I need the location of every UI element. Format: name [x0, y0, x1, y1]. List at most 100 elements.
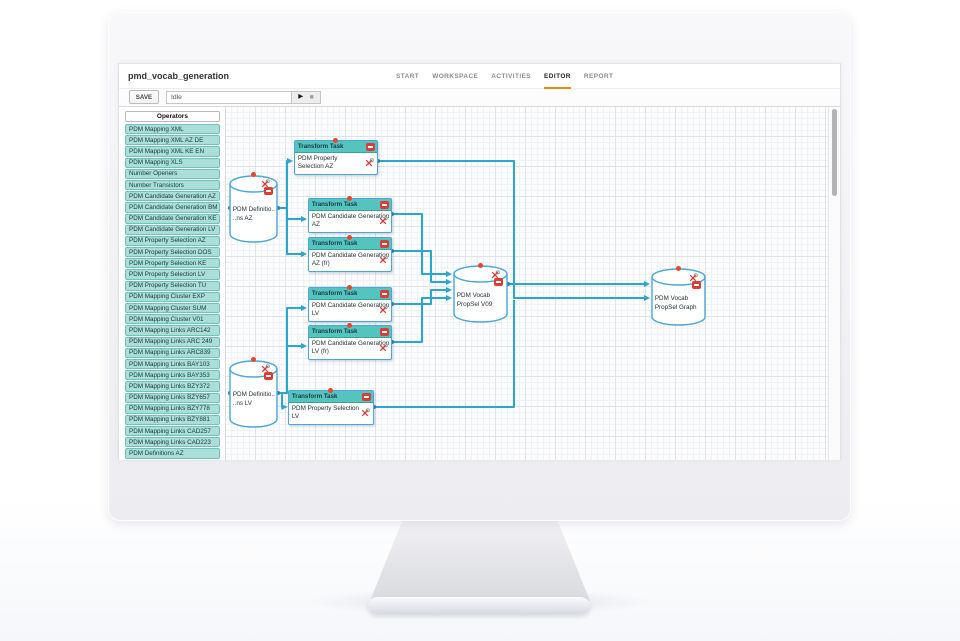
operator-item[interactable]: PDM Candidate Generation KE — [125, 213, 220, 224]
connector — [277, 305, 307, 394]
operator-item[interactable]: PDM Mapping Cluster SUM — [125, 303, 220, 314]
wrench-x-icon[interactable] — [688, 270, 698, 288]
datastore-node-definitions-lv[interactable]: PDM Definitio....ns LV — [229, 357, 278, 429]
operator-item[interactable]: PDM Mapping Links ARC 249 — [125, 336, 220, 347]
wrench-x-icon[interactable] — [260, 361, 270, 379]
task-name-line1: PDM Property Selection — [291, 405, 360, 412]
operator-item[interactable]: PDM Mapping Cluster V01 — [125, 314, 220, 325]
datastore-label-line1: PDM Vocab — [456, 292, 491, 299]
operator-item[interactable]: PDM Property Selection LV — [125, 269, 220, 280]
port-dots — [227, 159, 658, 423]
tab-activities[interactable]: ACTIVITIES — [491, 72, 532, 80]
operator-item[interactable]: PDM Property Selection AZ — [125, 235, 220, 247]
wrench-x-icon[interactable] — [260, 176, 270, 194]
wrench-x-icon[interactable] — [378, 213, 388, 231]
task-type-label: Transform Task — [291, 393, 338, 400]
connector — [277, 158, 293, 209]
canvas-scrollbar-thumb[interactable] — [832, 109, 838, 196]
operator-item[interactable]: PDM Mapping Links ARC839 — [125, 347, 220, 358]
workflow-canvas[interactable]: PDM Definitio....ns AZ PDM Definitio....… — [225, 107, 829, 460]
tab-report[interactable]: REPORT — [583, 72, 614, 80]
page-title: pmd_vocab_generation — [128, 71, 230, 81]
title-bar: pmd_vocab_generation START WORKSPACE ACT… — [119, 64, 840, 89]
cylinder-shape — [229, 360, 278, 428]
node-status-dot — [250, 357, 256, 362]
node-status-dot — [347, 235, 353, 240]
remove-badge[interactable] — [379, 290, 389, 298]
remove-badge[interactable] — [691, 281, 701, 289]
operator-item[interactable]: PDM Candidate Generation LV — [125, 224, 220, 235]
tab-workspace[interactable]: WORKSPACE — [432, 72, 479, 80]
remove-badge[interactable] — [361, 393, 371, 401]
connector — [285, 208, 307, 222]
operator-item[interactable]: Number Openers — [125, 168, 220, 179]
remove-badge[interactable] — [365, 143, 375, 151]
operator-item[interactable]: PDM Candidate Generation BM — [125, 202, 220, 213]
task-name-line2: Selection AZ — [297, 163, 334, 170]
task-node-candidate-generation-az[interactable]: Transform Task PDM Candidate Generation … — [307, 196, 392, 233]
operator-item[interactable]: PDM Mapping Links BZY881 — [125, 414, 220, 426]
operator-item[interactable]: PDM Definitions AZ — [125, 448, 220, 459]
operator-item[interactable]: PDM Mapping Links BZY372 — [125, 381, 220, 392]
operator-item[interactable]: PDM Mapping Links BZY778 — [125, 403, 220, 414]
operator-item[interactable]: PDM Mapping XML — [125, 124, 220, 135]
operator-item[interactable]: PDM Mapping Links CAD257 — [125, 426, 220, 437]
remove-badge[interactable] — [263, 372, 273, 380]
tab-start[interactable]: START — [396, 72, 420, 80]
operator-item[interactable]: PDM Mapping Links BAY103 — [125, 358, 220, 370]
status-input[interactable]: Idle — [166, 90, 292, 104]
remove-badge[interactable] — [379, 328, 389, 336]
tab-editor[interactable]: EDITOR — [544, 64, 571, 89]
toolbar: SAVE Idle ▶ ■ — [119, 89, 840, 107]
operator-item[interactable]: PDM Candidate Generation AZ — [125, 191, 220, 202]
monitor-stand-neck — [370, 519, 590, 601]
task-node-property-selection-lv[interactable]: Transform Task PDM Property Selection LV — [287, 388, 374, 425]
remove-badge[interactable] — [263, 187, 273, 195]
connector — [277, 392, 288, 410]
operator-item[interactable]: PDM Property Selection DOS — [125, 247, 220, 258]
node-status-dot — [675, 266, 681, 271]
task-node-candidate-generation-az-fr[interactable]: Transform Task PDM Candidate Generation … — [307, 235, 392, 272]
connector — [391, 213, 452, 277]
task-node-property-selection-az[interactable]: Transform Task PDM Property Selection AZ — [293, 138, 378, 175]
operator-item[interactable]: Number Transistors — [125, 179, 220, 191]
wrench-x-icon[interactable] — [378, 302, 388, 320]
operator-item[interactable]: PDM Mapping XLS — [125, 157, 220, 168]
operator-item[interactable]: PDM Mapping XML AZ DE — [125, 135, 220, 146]
operators-header: Operators — [125, 111, 220, 122]
task-node-candidate-generation-lv[interactable]: Transform Task PDM Candidate Generation … — [307, 285, 392, 322]
monitor-frame: pmd_vocab_generation START WORKSPACE ACT… — [108, 12, 851, 521]
stop-icon[interactable]: ■ — [309, 93, 314, 101]
operator-item[interactable]: PDM Property Selection KE — [125, 258, 220, 269]
task-node-candidate-generation-lv-fr[interactable]: Transform Task PDM Candidate Generation … — [307, 323, 392, 360]
operator-item[interactable]: PDM Mapping Links BAY353 — [125, 370, 220, 381]
operator-item[interactable]: PDM Mapping Cluster EXP — [125, 291, 220, 302]
save-button[interactable]: SAVE — [129, 90, 159, 104]
wrench-x-icon[interactable] — [378, 340, 388, 358]
wrench-x-icon[interactable] — [360, 405, 370, 423]
operator-item[interactable]: PDM Property Selection TU — [125, 280, 220, 291]
operator-item[interactable]: PDM Mapping Links BZY657 — [125, 392, 220, 403]
play-icon[interactable]: ▶ — [298, 92, 304, 100]
datastore-label-line1: PDM Definitio.. — [232, 391, 275, 398]
task-type-label: Transform Task — [311, 240, 358, 247]
wrench-x-icon[interactable] — [364, 155, 374, 173]
task-type-label: Transform Task — [311, 328, 358, 335]
canvas-scrollbar-track[interactable] — [828, 107, 840, 460]
node-status-dot — [328, 388, 334, 393]
operator-item[interactable]: PDM Mapping XML KE EN — [125, 146, 220, 157]
operator-item[interactable]: PDM Mapping Links ARC142 — [125, 325, 220, 336]
wrench-x-icon[interactable] — [490, 267, 500, 285]
remove-badge[interactable] — [379, 201, 389, 209]
operator-item[interactable]: PDM Mapping Links CAD223 — [125, 437, 220, 448]
datastore-node-definitions-az[interactable]: PDM Definitio....ns AZ — [229, 172, 278, 244]
wrench-x-icon[interactable] — [378, 252, 388, 270]
remove-badge[interactable] — [379, 240, 389, 248]
connector — [391, 250, 452, 285]
remove-badge[interactable] — [493, 278, 503, 286]
